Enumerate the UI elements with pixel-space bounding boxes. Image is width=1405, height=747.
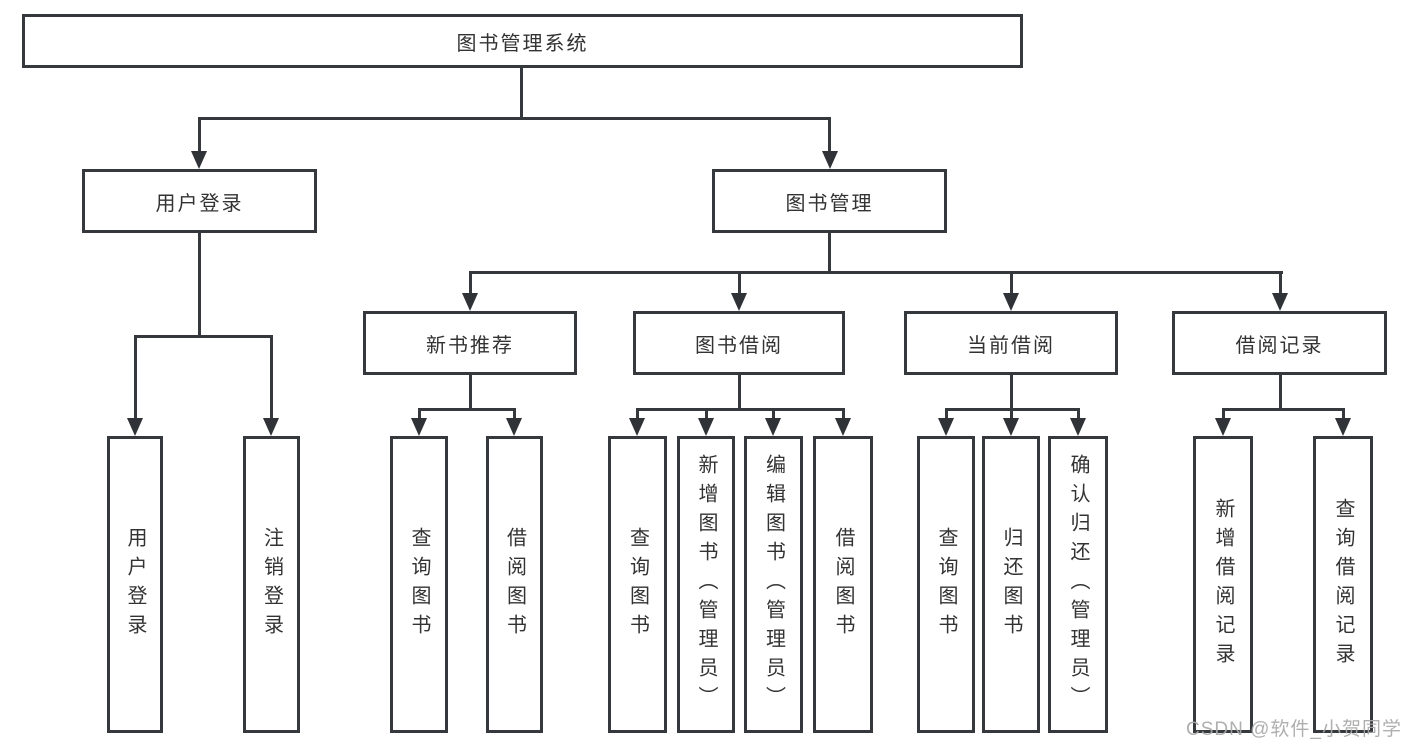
leaf-return-books: 归还图书 (982, 436, 1040, 733)
connector-line (945, 408, 948, 420)
leaf-label: 注销登录 (260, 526, 283, 643)
connector-line (772, 408, 775, 420)
node-book-management: 图书管理 (712, 169, 947, 233)
connector-line (828, 117, 831, 153)
connector-line (636, 408, 845, 411)
arrow-down-icon (191, 151, 207, 169)
arrow-down-icon (1070, 418, 1086, 436)
leaf-logout: 注销登录 (243, 436, 300, 733)
node-book-borrow: 图书借阅 (633, 311, 845, 375)
leaf-confirm-return-admin: 确认归还（管理员） (1048, 436, 1108, 733)
connector-line (134, 335, 137, 420)
arrow-down-icon (822, 151, 838, 169)
connector-line (1222, 408, 1345, 411)
leaf-query-books-current: 查询图书 (917, 436, 975, 733)
leaf-edit-book-admin: 编辑图书（管理员） (744, 436, 803, 733)
arrow-down-icon (765, 418, 781, 436)
arrow-down-icon (462, 293, 478, 311)
connector-line (1010, 408, 1013, 420)
leaf-user-login: 用户登录 (107, 436, 163, 733)
arrow-down-icon (263, 418, 279, 436)
watermark: CSDN @软件_小贺同学 (1186, 719, 1402, 740)
leaf-query-borrow-record: 查询借阅记录 (1313, 436, 1373, 733)
leaf-borrow-books: 借阅图书 (813, 436, 873, 733)
leaf-label: 确认归还（管理员） (1067, 454, 1089, 715)
leaf-label: 编辑图书（管理员） (762, 454, 785, 715)
arrow-down-icon (731, 293, 747, 311)
leaf-query-books-recommend: 查询图书 (390, 436, 448, 733)
connector-line (198, 117, 201, 153)
node-new-book-recommend: 新书推荐 (363, 311, 577, 375)
leaf-label: 查询图书 (626, 526, 649, 643)
connector-line (1342, 408, 1345, 420)
arrow-down-icon (938, 418, 954, 436)
arrow-down-icon (1272, 293, 1288, 311)
connector-line (1010, 271, 1013, 295)
leaf-add-borrow-record: 新增借阅记录 (1193, 436, 1253, 733)
arrow-down-icon (698, 418, 714, 436)
leaf-label: 新增借阅记录 (1212, 497, 1234, 672)
leaf-label: 归还图书 (1000, 526, 1022, 643)
node-root: 图书管理系统 (22, 14, 1023, 68)
connector-line (134, 335, 273, 338)
leaf-label: 查询图书 (408, 526, 430, 643)
connector-line (1077, 408, 1080, 420)
leaf-label: 新增图书（管理员） (695, 454, 717, 715)
leaf-add-book-admin: 新增图书（管理员） (677, 436, 735, 733)
connector-line (1279, 375, 1282, 408)
arrow-down-icon (411, 418, 427, 436)
connector-line (705, 408, 708, 420)
arrow-down-icon (1215, 418, 1231, 436)
leaf-borrow-books-recommend: 借阅图书 (486, 436, 543, 733)
leaf-query-books-borrow: 查询图书 (608, 436, 667, 733)
connector-line (513, 408, 516, 420)
connector-line (270, 335, 273, 420)
arrow-down-icon (1003, 293, 1019, 311)
leaf-label: 用户登录 (124, 526, 146, 643)
node-user-login: 用户登录 (82, 169, 317, 233)
leaf-label: 借阅图书 (503, 526, 526, 643)
leaf-label: 借阅图书 (832, 526, 854, 643)
connector-line (738, 375, 741, 408)
node-borrow-records: 借阅记录 (1172, 311, 1387, 375)
connector-line (418, 408, 421, 420)
connector-line (198, 117, 831, 120)
leaf-label: 查询图书 (935, 526, 957, 643)
connector-line (520, 68, 523, 118)
connector-line (828, 232, 831, 274)
connector-line (1222, 408, 1225, 420)
connector-line (198, 233, 201, 335)
connector-line (418, 408, 516, 411)
arrow-down-icon (506, 418, 522, 436)
arrow-down-icon (1003, 418, 1019, 436)
connector-line (1279, 271, 1282, 295)
connector-line (636, 408, 639, 420)
arrow-down-icon (127, 418, 143, 436)
connector-line (469, 271, 1283, 274)
arrow-down-icon (629, 418, 645, 436)
connector-line (469, 375, 472, 408)
arrow-down-icon (835, 418, 851, 436)
connector-line (842, 408, 845, 420)
node-current-borrow: 当前借阅 (904, 311, 1118, 375)
arrow-down-icon (1335, 418, 1351, 436)
connector-line (738, 271, 741, 295)
leaf-label: 查询借阅记录 (1332, 497, 1354, 672)
connector-line (469, 271, 472, 295)
connector-line (1010, 375, 1013, 408)
